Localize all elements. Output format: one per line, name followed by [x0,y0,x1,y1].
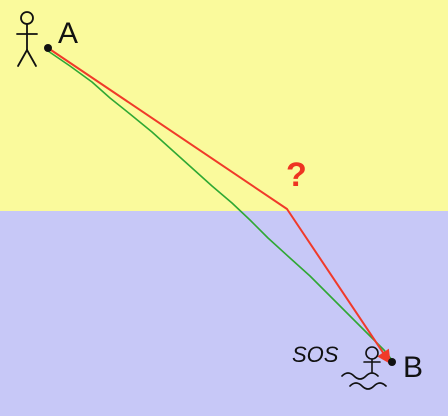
direct-path-line [47,47,391,365]
land-region [0,0,448,211]
point-a-dot [44,44,52,52]
optimal-path-line [47,50,393,361]
point-a-label: A [58,17,78,50]
question-mark-label: ? [286,156,307,194]
water-region [0,211,448,416]
stick-figure-icon [16,11,38,67]
swimmer-in-waves-icon [341,346,387,390]
point-b-dot [388,358,396,366]
point-b-label: B [403,351,423,384]
sos-label: SOS [292,342,339,367]
